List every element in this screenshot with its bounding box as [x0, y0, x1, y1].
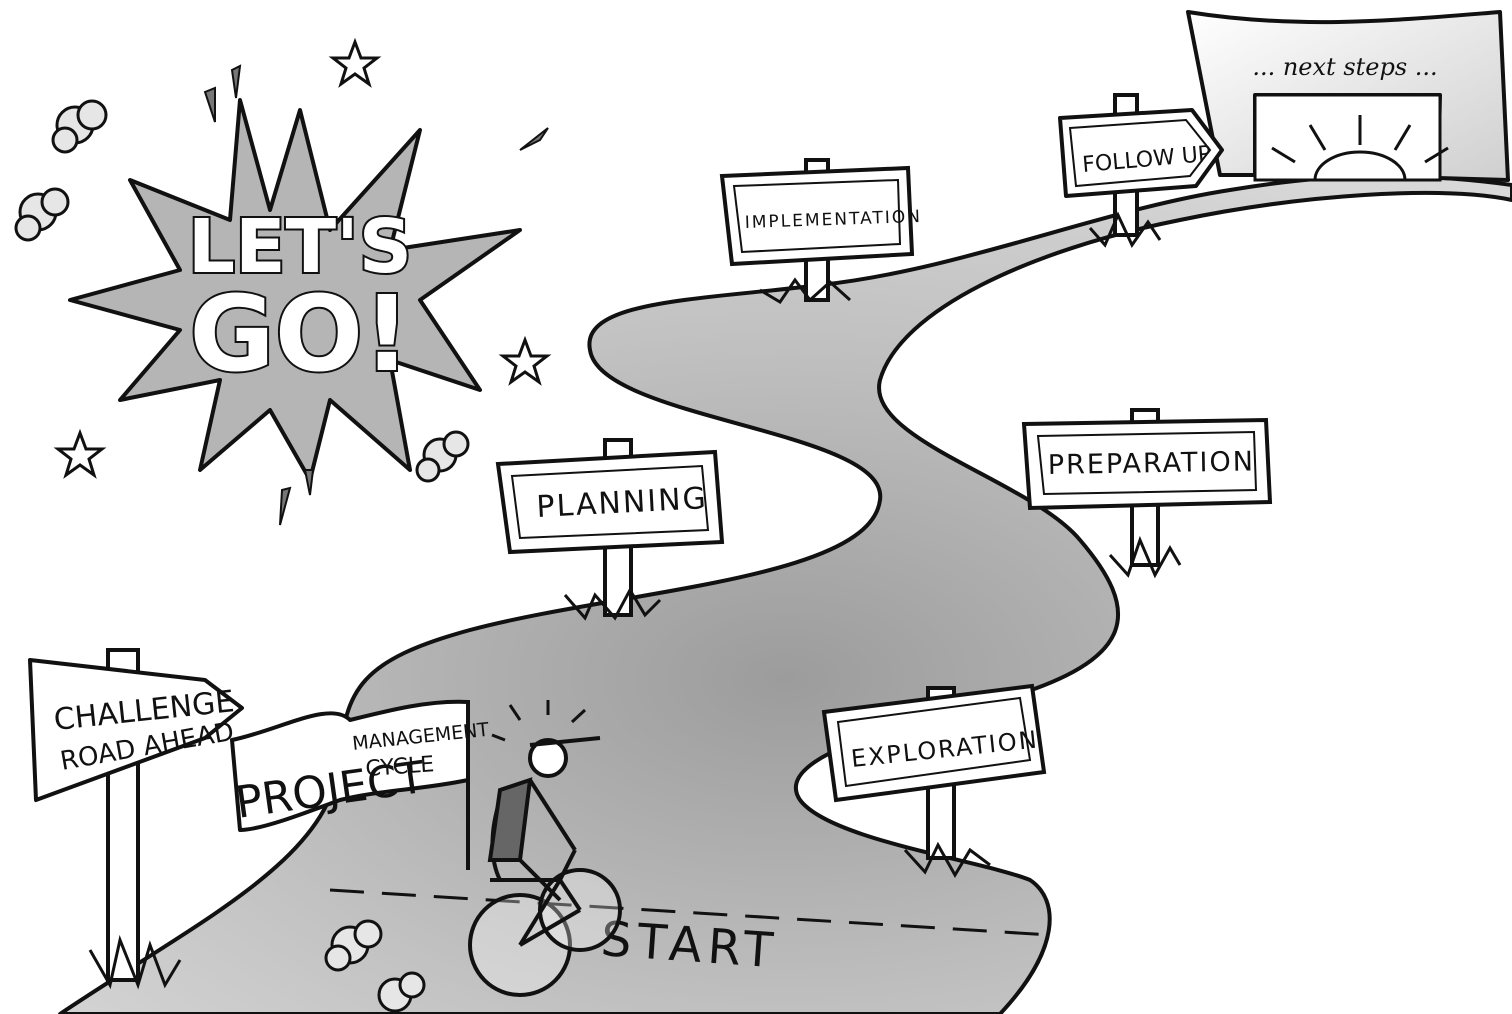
- exploration-sign: EXPLORATION: [821, 683, 1047, 878]
- planning-sign: PLANNING: [495, 438, 725, 621]
- follow-up-sign: FOLLOW UP: [1058, 93, 1224, 248]
- cyclist-head: [528, 738, 568, 778]
- preparation-label: PREPARATION: [1048, 446, 1256, 481]
- puff-decorations: [14, 99, 470, 1013]
- excitement-lines: [491, 700, 587, 742]
- banner-word3: CYCLE: [365, 752, 435, 782]
- burst-line1: LET'S: [188, 204, 412, 290]
- star-icon: [328, 37, 382, 88]
- star-icon: [53, 428, 107, 479]
- start-label: START: [599, 911, 781, 979]
- spark-decorations: [203, 64, 549, 526]
- preparation-sign: PREPARATION: [1021, 408, 1273, 579]
- lets-go-burst: LET'S GO!: [68, 98, 522, 482]
- star-icon: [498, 335, 552, 386]
- project-banner: PROJECT MANAGEMENT CYCLE: [230, 699, 490, 870]
- sun-rays: [1271, 115, 1449, 164]
- cyclist: [468, 700, 622, 997]
- finish-gate: ... next steps ...: [1186, 10, 1510, 182]
- finish-label: ... next steps ...: [1252, 53, 1437, 81]
- implementation-sign: IMPLEMENTATION: [719, 158, 922, 305]
- burst-line2: GO!: [189, 273, 410, 395]
- star-decorations: [53, 37, 552, 479]
